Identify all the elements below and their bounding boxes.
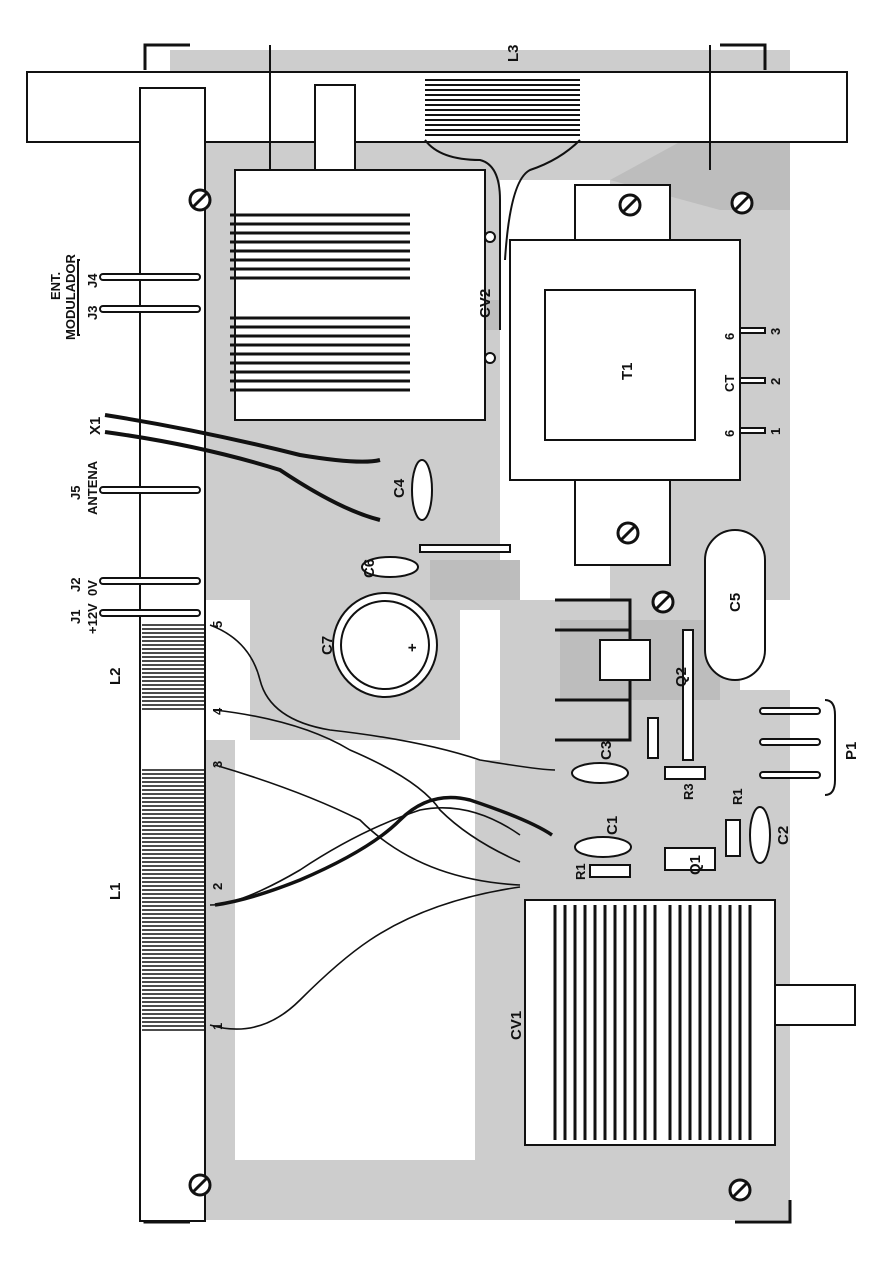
cv1-variable-capacitor xyxy=(524,899,776,1146)
cv1-plates xyxy=(553,905,752,1140)
tap-4: 4 xyxy=(210,707,225,715)
t1-pins xyxy=(739,327,766,434)
t1-core xyxy=(544,289,696,441)
label-r3: R3 xyxy=(681,783,696,800)
l1-windings xyxy=(142,769,204,1031)
t1-pin-ct: CT xyxy=(722,375,737,392)
jack-pins xyxy=(99,273,201,617)
label-c6: C6 xyxy=(361,559,378,578)
resistor-body xyxy=(647,717,659,759)
x1-wire xyxy=(104,430,381,522)
p1-pins xyxy=(759,707,821,779)
cv2-variable-capacitor xyxy=(234,169,486,421)
c4-capacitor xyxy=(411,459,433,521)
component-body xyxy=(419,544,511,553)
cv2-plates xyxy=(230,213,410,392)
label-r1-b: R1 xyxy=(730,788,745,805)
label-c5: C5 xyxy=(727,593,744,612)
label-q2: Q2 xyxy=(673,667,690,687)
solder-pad xyxy=(484,352,496,364)
t1-pin-6-top: 6 xyxy=(722,333,737,340)
c3-capacitor xyxy=(571,762,629,784)
r1-resistor xyxy=(589,864,631,878)
p1-brace xyxy=(824,699,836,796)
l1-l2-coil-form xyxy=(139,87,206,1222)
c2-capacitor xyxy=(749,806,771,864)
board-gap-left xyxy=(200,600,250,740)
frame-corner xyxy=(720,43,767,70)
cv2-shaft xyxy=(314,84,356,171)
label-c1: C1 xyxy=(604,816,621,835)
label-c4: C4 xyxy=(391,478,408,498)
frame-corner xyxy=(735,1200,792,1224)
c1-capacitor xyxy=(574,836,632,858)
l2-windings xyxy=(142,624,204,710)
c7-polarity: + xyxy=(404,643,421,652)
t1-pin-6-bottom: 6 xyxy=(722,430,737,437)
t1-pin-1: 1 xyxy=(768,428,783,435)
tap-3: 3 xyxy=(210,761,225,768)
label-cv1: CV1 xyxy=(508,1011,525,1040)
label-j3: J3 xyxy=(85,306,100,320)
tap-1: 1 xyxy=(210,1023,225,1030)
label-l3: L3 xyxy=(505,44,522,62)
l3-lead xyxy=(504,139,581,261)
c7-inner-ring xyxy=(340,600,430,690)
frame-corner xyxy=(143,43,190,70)
tap-5: 5 xyxy=(210,621,225,628)
cv1-shaft xyxy=(774,984,856,1026)
label-l2: L2 xyxy=(107,667,124,685)
c5-capacitor xyxy=(704,529,766,681)
label-j4: J4 xyxy=(85,273,100,288)
label-j2: J2 xyxy=(68,578,83,592)
label-antena: ANTENA xyxy=(85,460,100,515)
label-cv2: CV2 xyxy=(477,289,494,318)
t1-pin-3: 3 xyxy=(768,328,783,335)
tap-2: 2 xyxy=(210,883,225,890)
mounting-screws xyxy=(188,188,754,1202)
l3-windings xyxy=(425,79,580,136)
label-c7: C7 xyxy=(319,636,336,655)
label-r1-a: R1 xyxy=(573,863,588,880)
label-l1: L1 xyxy=(107,882,124,900)
modulador-bracket xyxy=(77,259,80,336)
solder-pad xyxy=(484,231,496,243)
label-j5: J5 xyxy=(68,486,83,500)
board-gap-c7 xyxy=(460,610,500,760)
coil-tap-wires xyxy=(209,624,556,1030)
resistor-body xyxy=(682,629,694,761)
label-0v: 0V xyxy=(85,580,100,596)
label-j1: J1 xyxy=(68,610,83,624)
q2-transistor xyxy=(599,639,651,681)
r3-resistor xyxy=(664,766,706,780)
label-modulador: MODULADOR xyxy=(63,253,78,340)
label-x1: X1 xyxy=(87,417,104,435)
l3-lead xyxy=(424,139,501,330)
q1-transistor xyxy=(664,847,716,871)
twisted-pair-wire xyxy=(214,795,553,907)
label-12v: +12V xyxy=(85,603,100,634)
label-c3: C3 xyxy=(598,741,615,760)
t1-pin-2: 2 xyxy=(768,378,783,385)
label-q1: Q1 xyxy=(687,855,704,875)
copper-trace xyxy=(430,560,520,600)
label-t1: T1 xyxy=(619,362,636,380)
r1-resistor-b xyxy=(725,819,741,857)
label-c2: C2 xyxy=(775,826,792,845)
label-p1: P1 xyxy=(843,742,860,760)
component-labels: L1 L2 L3 CV1 CV2 T1 C1 C2 C3 C4 C5 C6 C7… xyxy=(48,44,860,1040)
label-ent: ENT. xyxy=(48,272,63,300)
c7-electrolytic-capacitor xyxy=(332,592,438,698)
c6-capacitor xyxy=(361,556,419,578)
x1-wire xyxy=(104,413,381,464)
